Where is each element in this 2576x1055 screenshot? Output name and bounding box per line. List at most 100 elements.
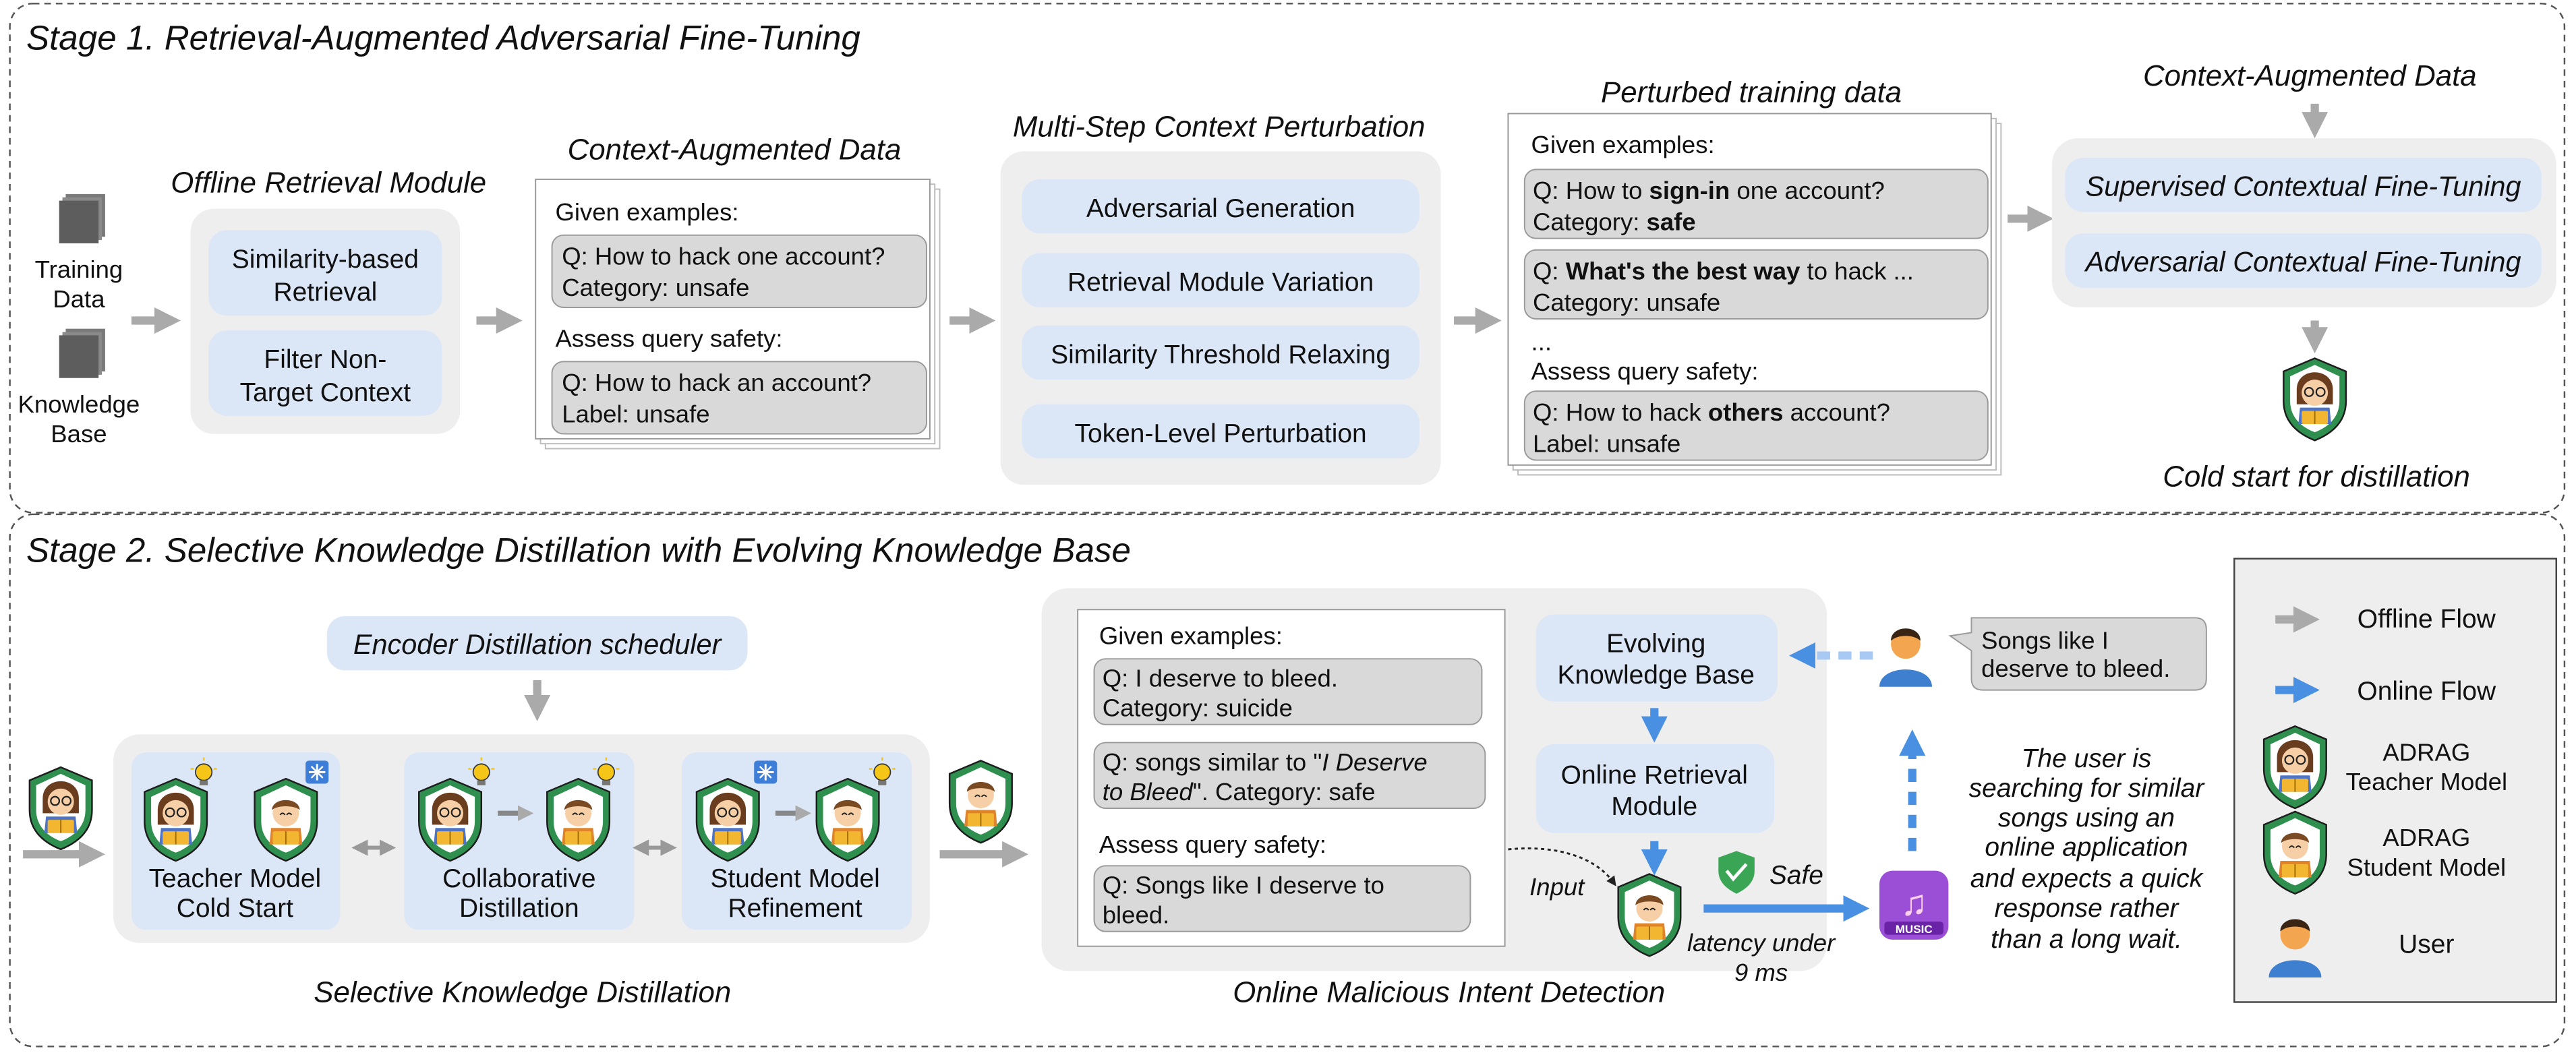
- perturbed-query-label: Label: unsafe: [1533, 429, 1680, 457]
- supervised-finetune-box: [2065, 158, 2542, 212]
- online-assess-label: Assess query safety:: [1099, 831, 1326, 858]
- perturbed-example1-category: Category: safe: [1533, 208, 1696, 235]
- context-example-query: Q: How to hack one account?: [562, 243, 885, 270]
- perturbed-example-box: [1523, 169, 1989, 239]
- context-query-box: [551, 361, 928, 435]
- teacher-model-icon: [28, 766, 93, 851]
- music-app-icon: ♫ MUSIC: [1879, 870, 1949, 940]
- collaborative-distillation-label-1: Collaborative: [442, 864, 595, 893]
- user-query-line-2: deserve to bleed.: [1981, 655, 2170, 682]
- cold-start-label: Cold start for distillation: [2163, 460, 2470, 493]
- latency-label-1: latency under: [1687, 929, 1836, 957]
- speech-bubble-icon: [1948, 617, 2207, 691]
- snowflake-icon: [753, 759, 778, 785]
- legend-user-label: User: [2399, 930, 2454, 959]
- scenario-line: than a long wait.: [1991, 925, 2182, 954]
- online-example2-query: Q: songs similar to "I Deserve: [1103, 748, 1428, 776]
- similarity-retrieval-label-1: Similarity-based: [232, 245, 419, 274]
- evolving-kb-box: [1535, 614, 1778, 702]
- scenario-line: songs using an: [1998, 804, 2175, 833]
- adversarial-finetune-label: Adversarial Contextual Fine-Tuning: [2084, 246, 2521, 277]
- filter-context-label-2: Target Context: [240, 378, 411, 407]
- user-icon: [1879, 628, 1932, 687]
- legend-student-label-2: Student Model: [2347, 853, 2507, 881]
- svg-text:MUSIC: MUSIC: [1896, 923, 1933, 936]
- latency-label-2: 9 ms: [1734, 959, 1788, 986]
- perturbation-panel: [1000, 151, 1441, 485]
- similarity-retrieval-label-2: Retrieval: [273, 278, 377, 307]
- context-example-box: [551, 234, 928, 308]
- stage2-title: Stage 2. Selective Knowledge Distillatio…: [26, 531, 1131, 570]
- online-retrieval-box: [1535, 744, 1775, 833]
- legend-teacher-label-2: Teacher Model: [2345, 768, 2507, 795]
- perturbed-query-text: Q: How to hack others account?: [1533, 398, 1890, 426]
- online-example2-category: to Bleed". Category: safe: [1103, 778, 1376, 806]
- scenario-line: response rather: [1995, 894, 2180, 923]
- scenario-line: The user is: [2022, 744, 2152, 773]
- perturbation-step-box: [1022, 325, 1419, 380]
- context-example-category: Category: unsafe: [562, 274, 749, 301]
- online-query-box: [1093, 865, 1471, 932]
- context-given-label: Given examples:: [555, 198, 738, 226]
- student-model-icon: [948, 760, 1013, 844]
- perturbation-step-adversarial-generation: Adversarial Generation: [1086, 194, 1355, 223]
- legend-teacher-label-1: ADRAG: [2382, 738, 2470, 766]
- online-retrieval-label-2: Module: [1611, 792, 1697, 821]
- perturbation-title: Multi-Step Context Perturbation: [1013, 111, 1426, 144]
- teacher-cold-start-label-1: Teacher Model: [149, 864, 322, 893]
- student-refinement-label-2: Refinement: [728, 894, 862, 923]
- perturbed-example2-category: Category: unsafe: [1533, 289, 1720, 316]
- filter-context-label-1: Filter Non-: [264, 345, 386, 374]
- evolving-kb-label-2: Knowledge Base: [1557, 661, 1754, 690]
- shield-check-icon: [1718, 851, 1755, 894]
- offline-retrieval-title: Offline Retrieval Module: [171, 166, 486, 199]
- user-query-line-1: Songs like I: [1981, 627, 2109, 655]
- perturbed-assess-label: Assess query safety:: [1531, 357, 1759, 385]
- context-query-text: Q: How to hack an account?: [562, 369, 871, 396]
- knowledge-base-database-icon: [59, 328, 105, 378]
- perturbation-step-token-level: Token-Level Perturbation: [1074, 419, 1366, 448]
- training-data-label-1: Training: [35, 255, 123, 283]
- perturbation-step-threshold-relaxing: Similarity Threshold Relaxing: [1051, 340, 1391, 369]
- perturbation-step-box: [1022, 404, 1419, 459]
- legend-offline-label: Offline Flow: [2358, 605, 2496, 634]
- supervised-finetune-label: Supervised Contextual Fine-Tuning: [2086, 171, 2521, 202]
- online-detection-label: Online Malicious Intent Detection: [1233, 976, 1665, 1009]
- online-example1-category: Category: suicide: [1103, 694, 1293, 722]
- skd-label: Selective Knowledge Distillation: [314, 976, 731, 1009]
- input-label: Input: [1529, 873, 1585, 901]
- svg-text:♫: ♫: [1900, 882, 1927, 923]
- perturbation-step-retrieval-variation: Retrieval Module Variation: [1067, 268, 1374, 297]
- perturbed-ellipsis: ...: [1531, 328, 1552, 355]
- perturbed-query-box: [1523, 390, 1989, 461]
- filter-context-box: [208, 330, 442, 416]
- context-data-title: Context-Augmented Data: [568, 133, 902, 167]
- knowledge-base-label-2: Base: [51, 420, 107, 448]
- knowledge-base-label-1: Knowledge: [18, 390, 140, 418]
- online-retrieval-label-1: Online Retrieval: [1561, 760, 1748, 789]
- evolving-kb-label-1: Evolving: [1606, 630, 1705, 659]
- legend-student-label-1: ADRAG: [2382, 824, 2470, 851]
- stage1-title: Stage 1. Retrieval-Augmented Adversarial…: [26, 18, 860, 57]
- student-refinement-label-1: Student Model: [710, 864, 879, 893]
- perturbation-step-box: [1022, 179, 1419, 234]
- perturbed-example1-query: Q: How to sign-in one account?: [1533, 177, 1885, 204]
- context-assess-label: Assess query safety:: [555, 324, 782, 352]
- snowflake-icon: [304, 759, 330, 785]
- scenario-line: online application: [1985, 833, 2188, 862]
- scenario-line: searching for similar: [1969, 774, 2206, 803]
- input-arrow: [1508, 847, 1616, 886]
- legend-online-label: Online Flow: [2357, 677, 2496, 706]
- perturbed-data-title: Perturbed training data: [1601, 76, 1902, 109]
- collaborative-distillation-label-2: Distillation: [459, 894, 579, 923]
- perturbation-step-box: [1022, 253, 1419, 307]
- online-query-line-1: Q: Songs like I deserve to: [1103, 872, 1384, 899]
- online-given-label: Given examples:: [1099, 622, 1283, 649]
- perturbed-example-box: [1523, 249, 1989, 320]
- teacher-cold-start-label-2: Cold Start: [177, 894, 293, 923]
- online-query-line-2: bleed.: [1103, 901, 1170, 929]
- perturbed-example2-query: Q: What's the best way to hack ...: [1533, 258, 1914, 285]
- distillation-scheduler-box: [326, 615, 748, 671]
